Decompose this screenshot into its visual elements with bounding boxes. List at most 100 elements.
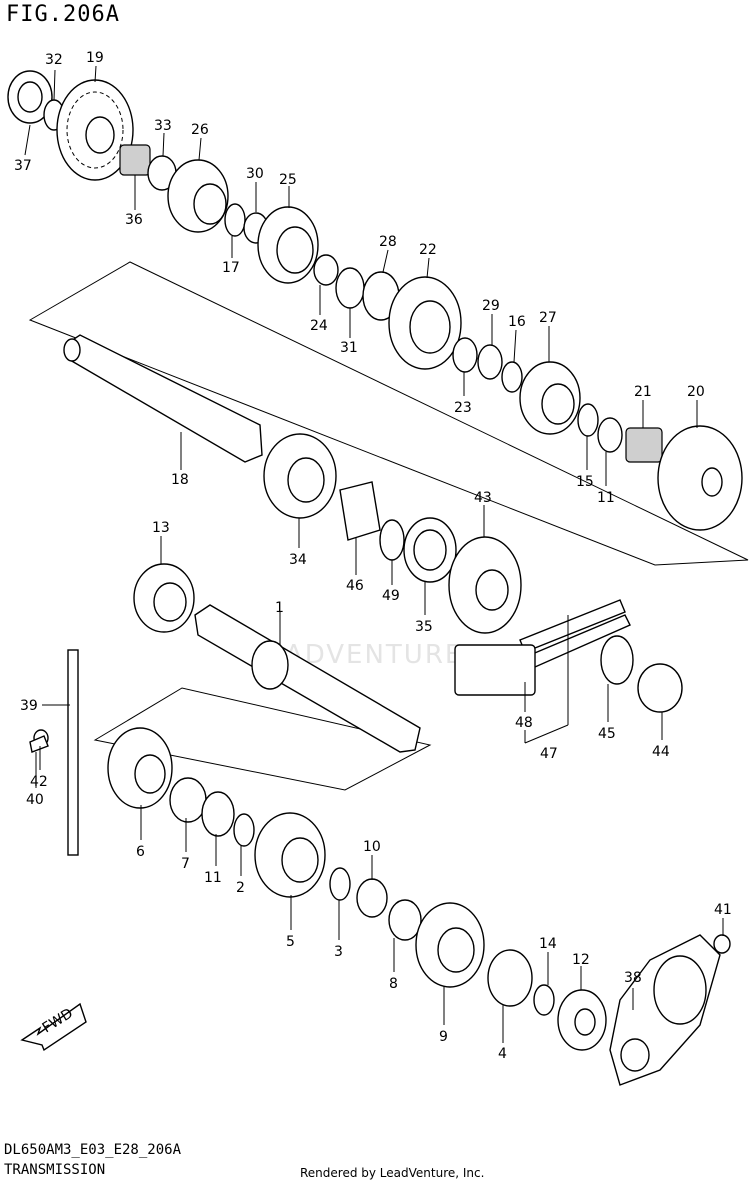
retainer-hole	[653, 955, 707, 1025]
bearing-bore	[17, 81, 43, 113]
callout-label: 15	[576, 474, 594, 490]
callout-label: 49	[382, 588, 400, 604]
washer-part	[477, 344, 503, 380]
callout-label: 23	[454, 400, 472, 416]
callout-label: 19	[86, 50, 104, 66]
rod-part	[67, 649, 79, 856]
callout-label: 2	[236, 880, 245, 896]
washer-part	[597, 417, 623, 453]
callout-label: 10	[363, 839, 381, 855]
callout-label: 42	[30, 774, 48, 790]
bearing-bore	[153, 582, 187, 622]
callout-label: 46	[346, 578, 364, 594]
circlip-part	[329, 867, 351, 901]
callout-label: 9	[439, 1029, 448, 1045]
callout-label: 28	[379, 234, 397, 250]
callout-label: 1	[275, 600, 284, 616]
spacer-part	[339, 481, 381, 541]
callout-label: 38	[624, 970, 642, 986]
bearing-bore	[574, 1008, 596, 1036]
callout-label: 32	[45, 52, 63, 68]
callout-label: 31	[340, 340, 358, 356]
callout-label: 34	[289, 552, 307, 568]
gear-part	[657, 425, 743, 531]
callout-label: 47	[540, 746, 558, 762]
gear-hub	[276, 226, 314, 274]
washer-part	[600, 635, 634, 685]
credit-text: Rendered by LeadVenture, Inc.	[300, 1166, 485, 1180]
callout-label: 3	[334, 944, 343, 960]
callout-label: 7	[181, 856, 190, 872]
circlip-part	[224, 203, 246, 237]
joint-part	[454, 644, 536, 696]
callout-label: 25	[279, 172, 297, 188]
callout-label: 13	[152, 520, 170, 536]
washer-part	[335, 267, 365, 309]
bearing-bore	[287, 457, 325, 503]
driveshaft-frame	[93, 687, 432, 791]
callout-label: 40	[26, 792, 44, 808]
callout-label: 24	[310, 318, 328, 334]
bolt-part	[713, 934, 731, 954]
callout-label: 18	[171, 472, 189, 488]
callout-label: 5	[286, 934, 295, 950]
callout-label: 41	[714, 902, 732, 918]
callout-label: 35	[415, 619, 433, 635]
washer-part	[356, 878, 388, 918]
leader-lines	[24, 65, 724, 1043]
callout-label: 20	[687, 384, 705, 400]
needle-bearing	[119, 144, 151, 176]
callout-label: 4	[498, 1046, 507, 1062]
callout-label: 29	[482, 298, 500, 314]
countershaft-frame	[28, 261, 749, 566]
callout-label: 39	[20, 698, 38, 714]
gear-hub	[541, 383, 575, 425]
callout-label: 27	[539, 310, 557, 326]
figure-id: FIG.206A	[6, 2, 120, 27]
callout-label: 43	[474, 490, 492, 506]
callout-labels: 1 2 3 4 5 6 7 8 9 10 11 11 12 13 14 15 1…	[14, 50, 732, 1062]
retainer-hole	[620, 1038, 650, 1072]
driveshaft	[194, 604, 421, 753]
fwd-arrow: FWD	[20, 1002, 87, 1052]
section-title: TRANSMISSION	[4, 1162, 106, 1178]
sprocket-hub	[475, 569, 509, 611]
shaft-end	[63, 338, 81, 362]
gear-hub	[134, 754, 166, 794]
callout-label: 44	[652, 744, 670, 760]
callout-label: 11	[204, 870, 222, 886]
gear-teeth-hint	[66, 91, 124, 169]
gear-hub	[409, 300, 451, 354]
oring-part	[379, 519, 405, 561]
shaft-gear	[251, 640, 289, 690]
bushing-part	[388, 899, 422, 941]
callout-label: 14	[539, 936, 557, 952]
callout-label: 22	[419, 242, 437, 258]
callout-label: 36	[125, 212, 143, 228]
callout-label: 48	[515, 715, 533, 731]
gear-hub	[281, 837, 319, 883]
callout-label: 12	[572, 952, 590, 968]
callout-label: 30	[246, 166, 264, 182]
callout-label: 45	[598, 726, 616, 742]
needle-bearing	[625, 427, 663, 463]
callout-label: 37	[14, 158, 32, 174]
callout-label: 6	[136, 844, 145, 860]
gear-hub	[193, 183, 227, 225]
callout-label: 11	[597, 490, 615, 506]
washer-part	[201, 791, 235, 837]
callout-label: 26	[191, 122, 209, 138]
circlip-part	[233, 813, 255, 847]
gear-part	[487, 949, 533, 1007]
circlip-part	[577, 403, 599, 437]
callout-label: 17	[222, 260, 240, 276]
bushing-part	[452, 337, 478, 373]
circlip-part	[533, 984, 555, 1016]
countershaft	[64, 334, 263, 463]
model-code: DL650AM3_E03_E28_206A	[4, 1142, 182, 1158]
bushing-part	[637, 663, 683, 713]
seal-bore	[413, 529, 447, 571]
washer-part	[29, 735, 49, 753]
